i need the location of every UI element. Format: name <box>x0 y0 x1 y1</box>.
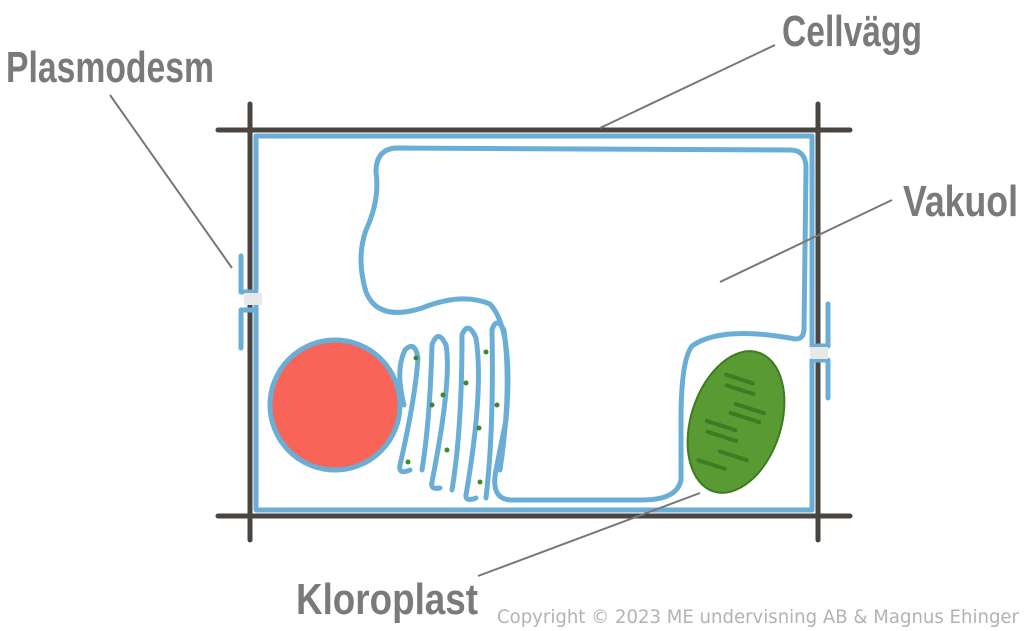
plasmodesma-right <box>809 301 831 401</box>
cell-wall <box>215 101 853 543</box>
cellvagg-pointer <box>599 44 776 129</box>
plasma-membrane <box>253 133 815 513</box>
plasmodesma-left <box>238 253 262 351</box>
label-kloroplast: Kloroplast <box>296 575 478 624</box>
copyright-notice: Copyright © 2023 ME undervisning AB & Ma… <box>497 606 1019 628</box>
plasmodesm-pointer <box>109 94 233 269</box>
endoplasmic-reticulum <box>397 320 510 502</box>
label-cellvagg: Cellvägg <box>782 7 922 56</box>
nucleus <box>267 337 403 473</box>
vakuol-pointer <box>719 199 893 283</box>
label-vakuol: Vakuol <box>903 177 1018 226</box>
label-plasmodesm: Plasmodesm <box>6 43 214 92</box>
kloroplast-pointer <box>477 492 701 577</box>
vacuole <box>358 145 809 503</box>
chloroplast <box>686 350 786 494</box>
